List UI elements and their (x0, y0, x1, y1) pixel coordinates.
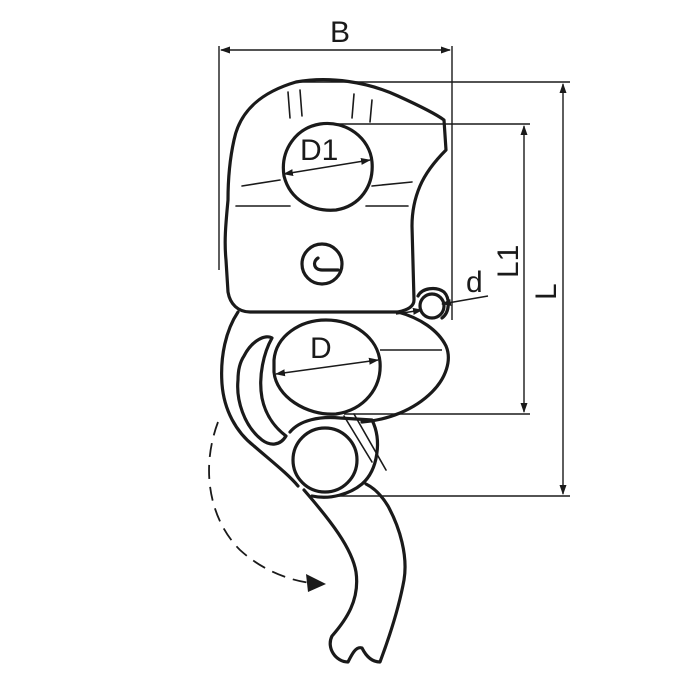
label-pin: d (466, 266, 483, 299)
swing-arrow-head (306, 574, 326, 592)
tongue-edge (343, 415, 373, 463)
body-rib-lines (235, 89, 413, 207)
dim-d-line (275, 357, 379, 377)
pivot-slot (312, 256, 340, 272)
swing-arc-dashed (208, 421, 321, 585)
latch-slot (236, 335, 288, 446)
roller (291, 426, 359, 494)
latch-pin-bracket (416, 286, 450, 320)
label-l: L (530, 283, 563, 300)
upper-body-outline (223, 78, 448, 314)
latch-pin (418, 292, 446, 320)
label-d: D (310, 332, 332, 365)
label-d1: D1 (300, 134, 338, 167)
upper-bore (281, 121, 374, 212)
pivot-hole (300, 242, 344, 286)
tongue-edge-2 (353, 413, 387, 471)
lower-body-outline (220, 310, 450, 488)
label-b: B (330, 16, 350, 49)
lower-bore (272, 318, 382, 416)
roller-housing (288, 415, 380, 499)
dim-pin-leader (441, 295, 489, 306)
dim-pin-leader-2 (395, 307, 423, 315)
label-l1: L1 (492, 245, 525, 278)
dim-d1-line (283, 157, 371, 177)
swing-tongue (302, 482, 407, 664)
